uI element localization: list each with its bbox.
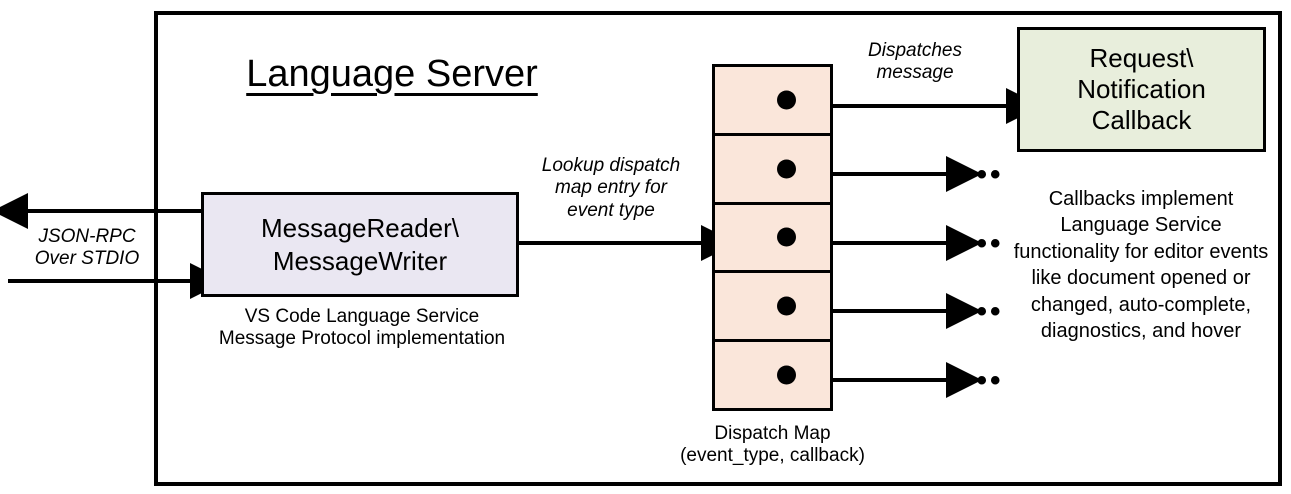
dispatch-entry-dot-icon <box>777 159 796 179</box>
dispatch-map-slot[interactable] <box>715 136 830 205</box>
request-notification-callback-box[interactable]: Request\ Notification Callback <box>1017 27 1266 152</box>
dispatch-map-slot[interactable] <box>715 67 830 136</box>
request-notification-callback-label: Request\ Notification Callback <box>1077 42 1206 136</box>
ellipsis-slot-4: ••• <box>963 295 1004 328</box>
page-title: Language Server <box>246 53 538 95</box>
language-server-boundary <box>154 11 1282 486</box>
callback-description: Callbacks implement Language Service fun… <box>1013 188 1269 342</box>
dispatch-entry-dot-icon <box>777 227 796 247</box>
dispatch-map-slot[interactable] <box>715 273 830 343</box>
jsonrpc-transport-label: JSON-RPC Over STDIO <box>34 226 140 270</box>
dispatch-map-slot[interactable] <box>715 205 830 274</box>
dispatch-entry-dot-icon <box>777 365 796 385</box>
dispatch-map-table[interactable] <box>712 64 833 411</box>
ellipsis-slot-2: ••• <box>963 158 1004 191</box>
dispatch-map-caption: Dispatch Map (event_type, callback) <box>680 423 865 467</box>
dispatch-entry-dot-icon <box>777 90 796 110</box>
ellipsis-slot-3: ••• <box>963 227 1004 260</box>
dispatch-map-slot[interactable] <box>715 342 830 408</box>
message-reader-writer-caption: VS Code Language Service Message Protoco… <box>218 306 506 350</box>
ellipsis-slot-5: ••• <box>963 364 1004 397</box>
message-reader-writer-label: MessageReader\ MessageWriter <box>261 213 459 276</box>
dispatch-entry-dot-icon <box>777 296 796 316</box>
message-reader-writer-box[interactable]: MessageReader\ MessageWriter <box>201 192 519 297</box>
lookup-dispatch-label: Lookup dispatch map entry for event type <box>541 155 681 221</box>
dispatches-message-label: Dispatches message <box>868 40 962 84</box>
